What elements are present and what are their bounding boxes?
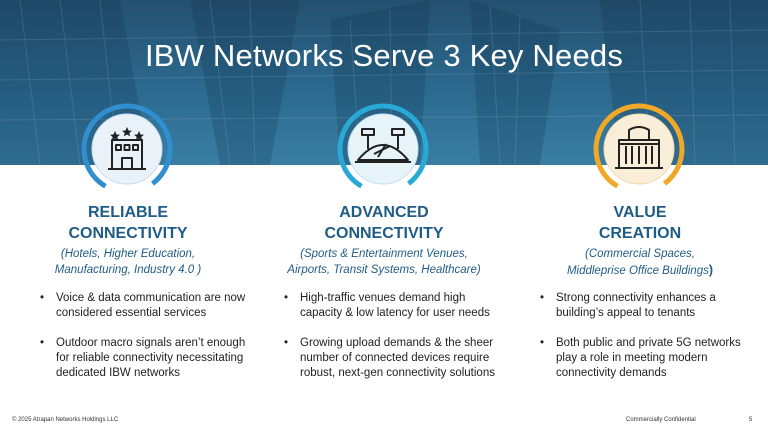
hotel-building-icon	[72, 94, 182, 204]
heading-line: CONNECTIVITY	[68, 225, 188, 242]
bullet-item: Strong connectivity enhances a building’…	[540, 291, 755, 321]
bullet-item: Voice & data communication are now consi…	[40, 291, 255, 321]
column-reliable-connectivity: RELIABLE CONNECTIVITY (Hotels, Higher Ed…	[0, 0, 256, 432]
column-advanced-connectivity: ADVANCED CONNECTIVITY (Sports & Entertai…	[256, 0, 512, 432]
subtitle-line: (Commercial Spaces,	[585, 248, 695, 260]
bullet-item: Outdoor macro signals aren’t enough for …	[40, 336, 255, 381]
footer-copyright: © 2025 Atrapan Networks Holdings LLC	[12, 417, 119, 423]
heading-line: ADVANCED	[339, 204, 429, 221]
bullet-list: Voice & data communication are now consi…	[40, 291, 255, 396]
slide-title: IBW Networks Serve 3 Key Needs	[144, 38, 624, 73]
bullet-list: High-traffic venues demand high capacity…	[284, 291, 499, 396]
subtitle-line: Middleprise Office Buildings)	[522, 262, 758, 279]
subtitle-line: Airports, Transit Systems, Healthcare)	[287, 264, 481, 276]
subtitle-text: Middleprise Office Buildings	[566, 265, 709, 277]
column-heading: ADVANCED CONNECTIVITY	[266, 202, 502, 244]
column-heading: RELIABLE CONNECTIVITY	[10, 202, 246, 244]
heading-line: VALUE	[613, 204, 667, 221]
heading-line: CREATION	[598, 225, 682, 242]
bullet-item: Both public and private 5G networks play…	[540, 336, 755, 381]
column-value-creation: VALUE CREATION (Commercial Spaces, Middl…	[512, 0, 768, 432]
footer-confidential: Commercially Confidential	[626, 417, 696, 423]
bullet-item: High-traffic venues demand high capacity…	[284, 291, 499, 321]
heading-line: CONNECTIVITY	[324, 225, 444, 242]
closing-parenthesis: )	[708, 263, 714, 277]
office-building-icon	[584, 94, 694, 204]
column-subtitle: (Commercial Spaces, Middleprise Office B…	[522, 246, 758, 279]
heading-line: RELIABLE	[88, 204, 168, 221]
stadium-icon	[328, 94, 438, 204]
subtitle-line: Manufacturing, Industry 4.0 )	[54, 264, 202, 276]
column-subtitle: (Sports & Entertainment Venues, Airports…	[266, 246, 502, 278]
bullet-list: Strong connectivity enhances a building’…	[540, 291, 755, 396]
subtitle-line: (Hotels, Higher Education,	[60, 248, 196, 260]
subtitle-line: (Sports & Entertainment Venues,	[300, 248, 468, 260]
page-number: 5	[749, 417, 753, 423]
column-heading: VALUE CREATION	[522, 202, 758, 244]
bullet-item: Growing upload demands & the sheer numbe…	[284, 336, 499, 381]
column-subtitle: (Hotels, Higher Education, Manufacturing…	[10, 246, 246, 278]
